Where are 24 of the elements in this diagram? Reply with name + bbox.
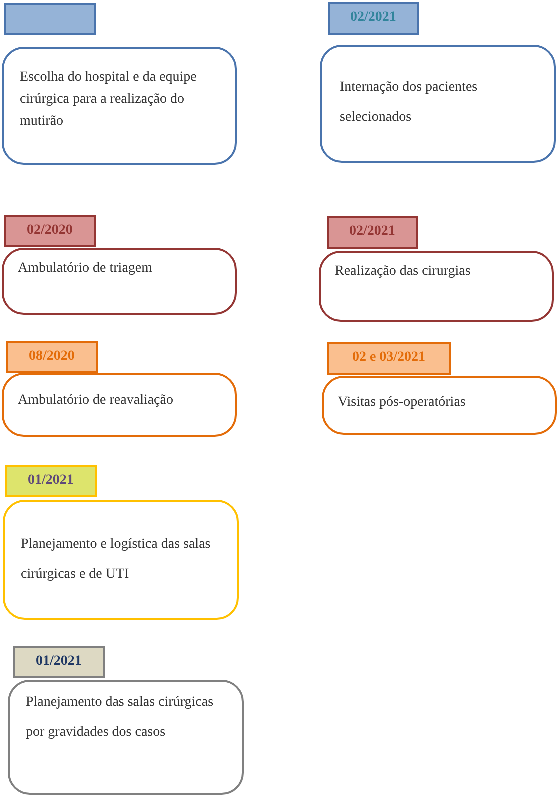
- empty-date-tab: [4, 3, 96, 35]
- date-tab: 01/2021: [5, 465, 97, 497]
- date-tab: 02 e 03/2021: [327, 342, 451, 375]
- step-card: [8, 680, 244, 795]
- date-tab: 02/2021: [328, 2, 419, 35]
- step-card: [3, 500, 239, 620]
- step-text: Internação dos pacientes selecionados: [340, 79, 479, 127]
- step-text: Visitas pós-operatórias: [338, 394, 467, 412]
- step-text: Realização das cirurgias: [335, 263, 472, 281]
- step-card: [2, 47, 237, 165]
- step-card: [2, 373, 237, 437]
- date-tab: 02/2020: [4, 215, 96, 247]
- step-text: Planejamento das salas cirúrgicas por gravidades dos casos: [26, 694, 215, 742]
- step-card: [319, 251, 554, 322]
- step-text: Ambulatório de reavaliação: [18, 392, 174, 410]
- step-text: Planejamento e logística das salas cirúrgicas e de UTI: [21, 536, 212, 584]
- step-card: [2, 248, 237, 315]
- step-card: [320, 45, 556, 163]
- step-card: [322, 376, 557, 435]
- step-text: Escolha do hospital e da equipe cirúrgica para a realização do mutirão: [20, 69, 198, 131]
- date-tab: 08/2020: [6, 341, 98, 373]
- date-tab: 01/2021: [13, 646, 105, 678]
- date-tab: 02/2021: [327, 216, 418, 249]
- step-text: Ambulatório de triagem: [18, 260, 154, 278]
